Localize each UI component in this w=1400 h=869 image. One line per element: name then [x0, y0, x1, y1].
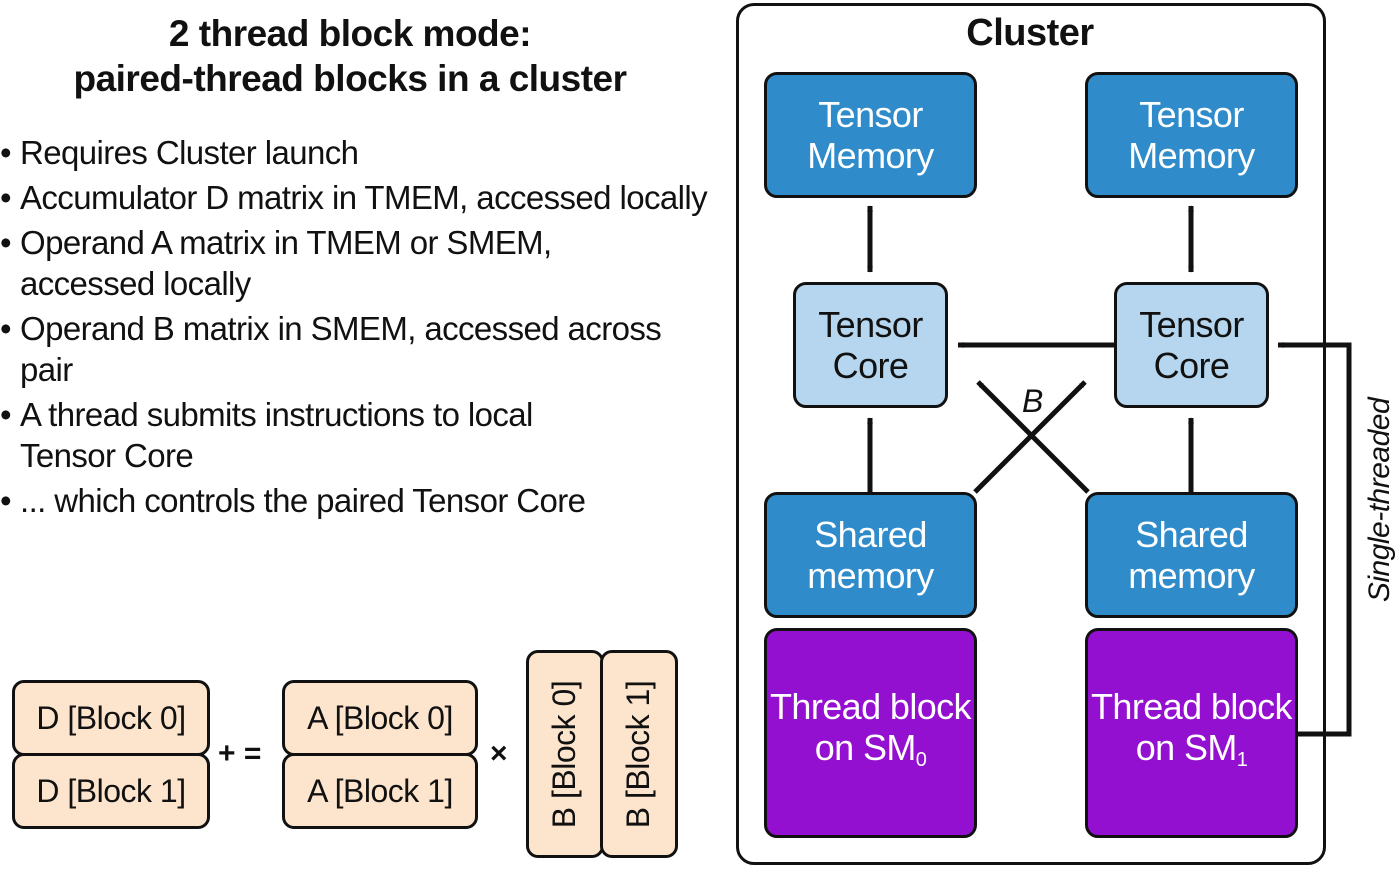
d-block-1-matrix: D [Block 1] [12, 753, 210, 829]
thread-block-sm1-box: Thread block on SM1 [1085, 628, 1298, 838]
shared-memory-line1: Shared [1135, 514, 1248, 555]
cluster-frame [736, 3, 1326, 865]
d-block-1-label: D [Block 1] [36, 772, 186, 809]
a-block-0-matrix: A [Block 0] [282, 680, 478, 756]
sm-subscript: 0 [915, 748, 927, 771]
sm-subscript: 1 [1236, 748, 1248, 771]
cross-arrow-left-to-right [973, 380, 1087, 494]
shared-memory-line2: memory [1128, 555, 1255, 596]
thread-block-sm0-box: Thread block on SM0 [764, 628, 977, 838]
bullet-item: • Operand B matrix in SMEM, accessed acr… [0, 308, 720, 390]
tensor-memory-line1: Tensor [818, 94, 923, 135]
a-block-1-matrix: A [Block 1] [282, 753, 478, 829]
thread-block-line2: on SM0 [815, 727, 927, 781]
single-threaded-label: Single-threaded [1363, 397, 1396, 603]
sm-label: on SM [814, 726, 917, 768]
tensor-core-box-right: Tensor Core [1114, 282, 1269, 408]
title-line-2: paired-thread blocks in a cluster [73, 58, 627, 99]
bullet-item: • Operand A matrix in TMEM or SMEM, acce… [0, 222, 720, 304]
bullet-text: Operand B matrix in SMEM, accessed acros… [20, 310, 662, 388]
tensor-core-line1: Tensor [818, 304, 923, 345]
bullet-item: • A thread submits instructions to local… [0, 394, 720, 476]
a-block-1-label: A [Block 1] [307, 772, 453, 809]
tensor-core-line1: Tensor [1139, 304, 1244, 345]
bullet-text: A thread submits instructions to local [20, 396, 533, 433]
d-block-0-label: D [Block 0] [36, 699, 186, 736]
bullet-marker: • [0, 310, 12, 347]
bullet-item: • ... which controls the paired Tensor C… [0, 480, 720, 521]
tensor-core-line2: Core [832, 345, 909, 386]
cluster-label: Cluster [966, 12, 1094, 54]
cross-b-label: B [1022, 383, 1044, 419]
bullet-marker: • [0, 482, 12, 519]
bullet-marker: • [0, 396, 12, 433]
thread-block-line1: Thread block [1091, 685, 1293, 727]
a-block-0-label: A [Block 0] [307, 699, 453, 736]
title-line-1: 2 thread block mode: [168, 13, 532, 54]
single-thread-control-arrow [1277, 342, 1352, 737]
sm-label: on SM [1135, 726, 1238, 768]
b-block-1-matrix: B [Block 1] [600, 650, 678, 858]
tensor-memory-box-left: Tensor Memory [764, 72, 977, 198]
bullet-text: Operand A matrix in TMEM or SMEM, [20, 224, 552, 261]
bullet-marker: • [0, 179, 12, 216]
feature-bullet-list: • Requires Cluster launch • Accumulator … [0, 132, 720, 525]
tensor-memory-line1: Tensor [1139, 94, 1244, 135]
times-operator: × [490, 737, 508, 770]
tensor-memory-line2: Memory [807, 135, 934, 176]
shared-memory-box-right: Shared memory [1085, 492, 1298, 618]
bullet-item: • Requires Cluster launch [0, 132, 720, 173]
shared-memory-line1: Shared [814, 514, 927, 555]
tensor-memory-line2: Memory [1128, 135, 1255, 176]
bullet-text: Accumulator D matrix in TMEM, accessed l… [20, 179, 708, 216]
bullet-text: ... which controls the paired Tensor Cor… [20, 482, 586, 519]
bullet-marker: • [0, 224, 12, 261]
bullet-item: • Accumulator D matrix in TMEM, accessed… [0, 177, 720, 218]
tensor-core-box-left: Tensor Core [793, 282, 948, 408]
shared-memory-box-left: Shared memory [764, 492, 977, 618]
thread-block-line2: on SM1 [1136, 727, 1248, 781]
tensor-memory-box-right: Tensor Memory [1085, 72, 1298, 198]
bullet-text: Requires Cluster launch [20, 134, 359, 171]
bullet-marker: • [0, 134, 12, 171]
thread-block-line1: Thread block [770, 685, 972, 727]
tensor-core-line2: Core [1153, 345, 1230, 386]
bullet-text-continuation: accessed locally [20, 265, 251, 302]
bullet-text-continuation: Tensor Core [20, 437, 194, 474]
plus-equals-operator: + = [218, 737, 262, 770]
shared-memory-line2: memory [807, 555, 934, 596]
